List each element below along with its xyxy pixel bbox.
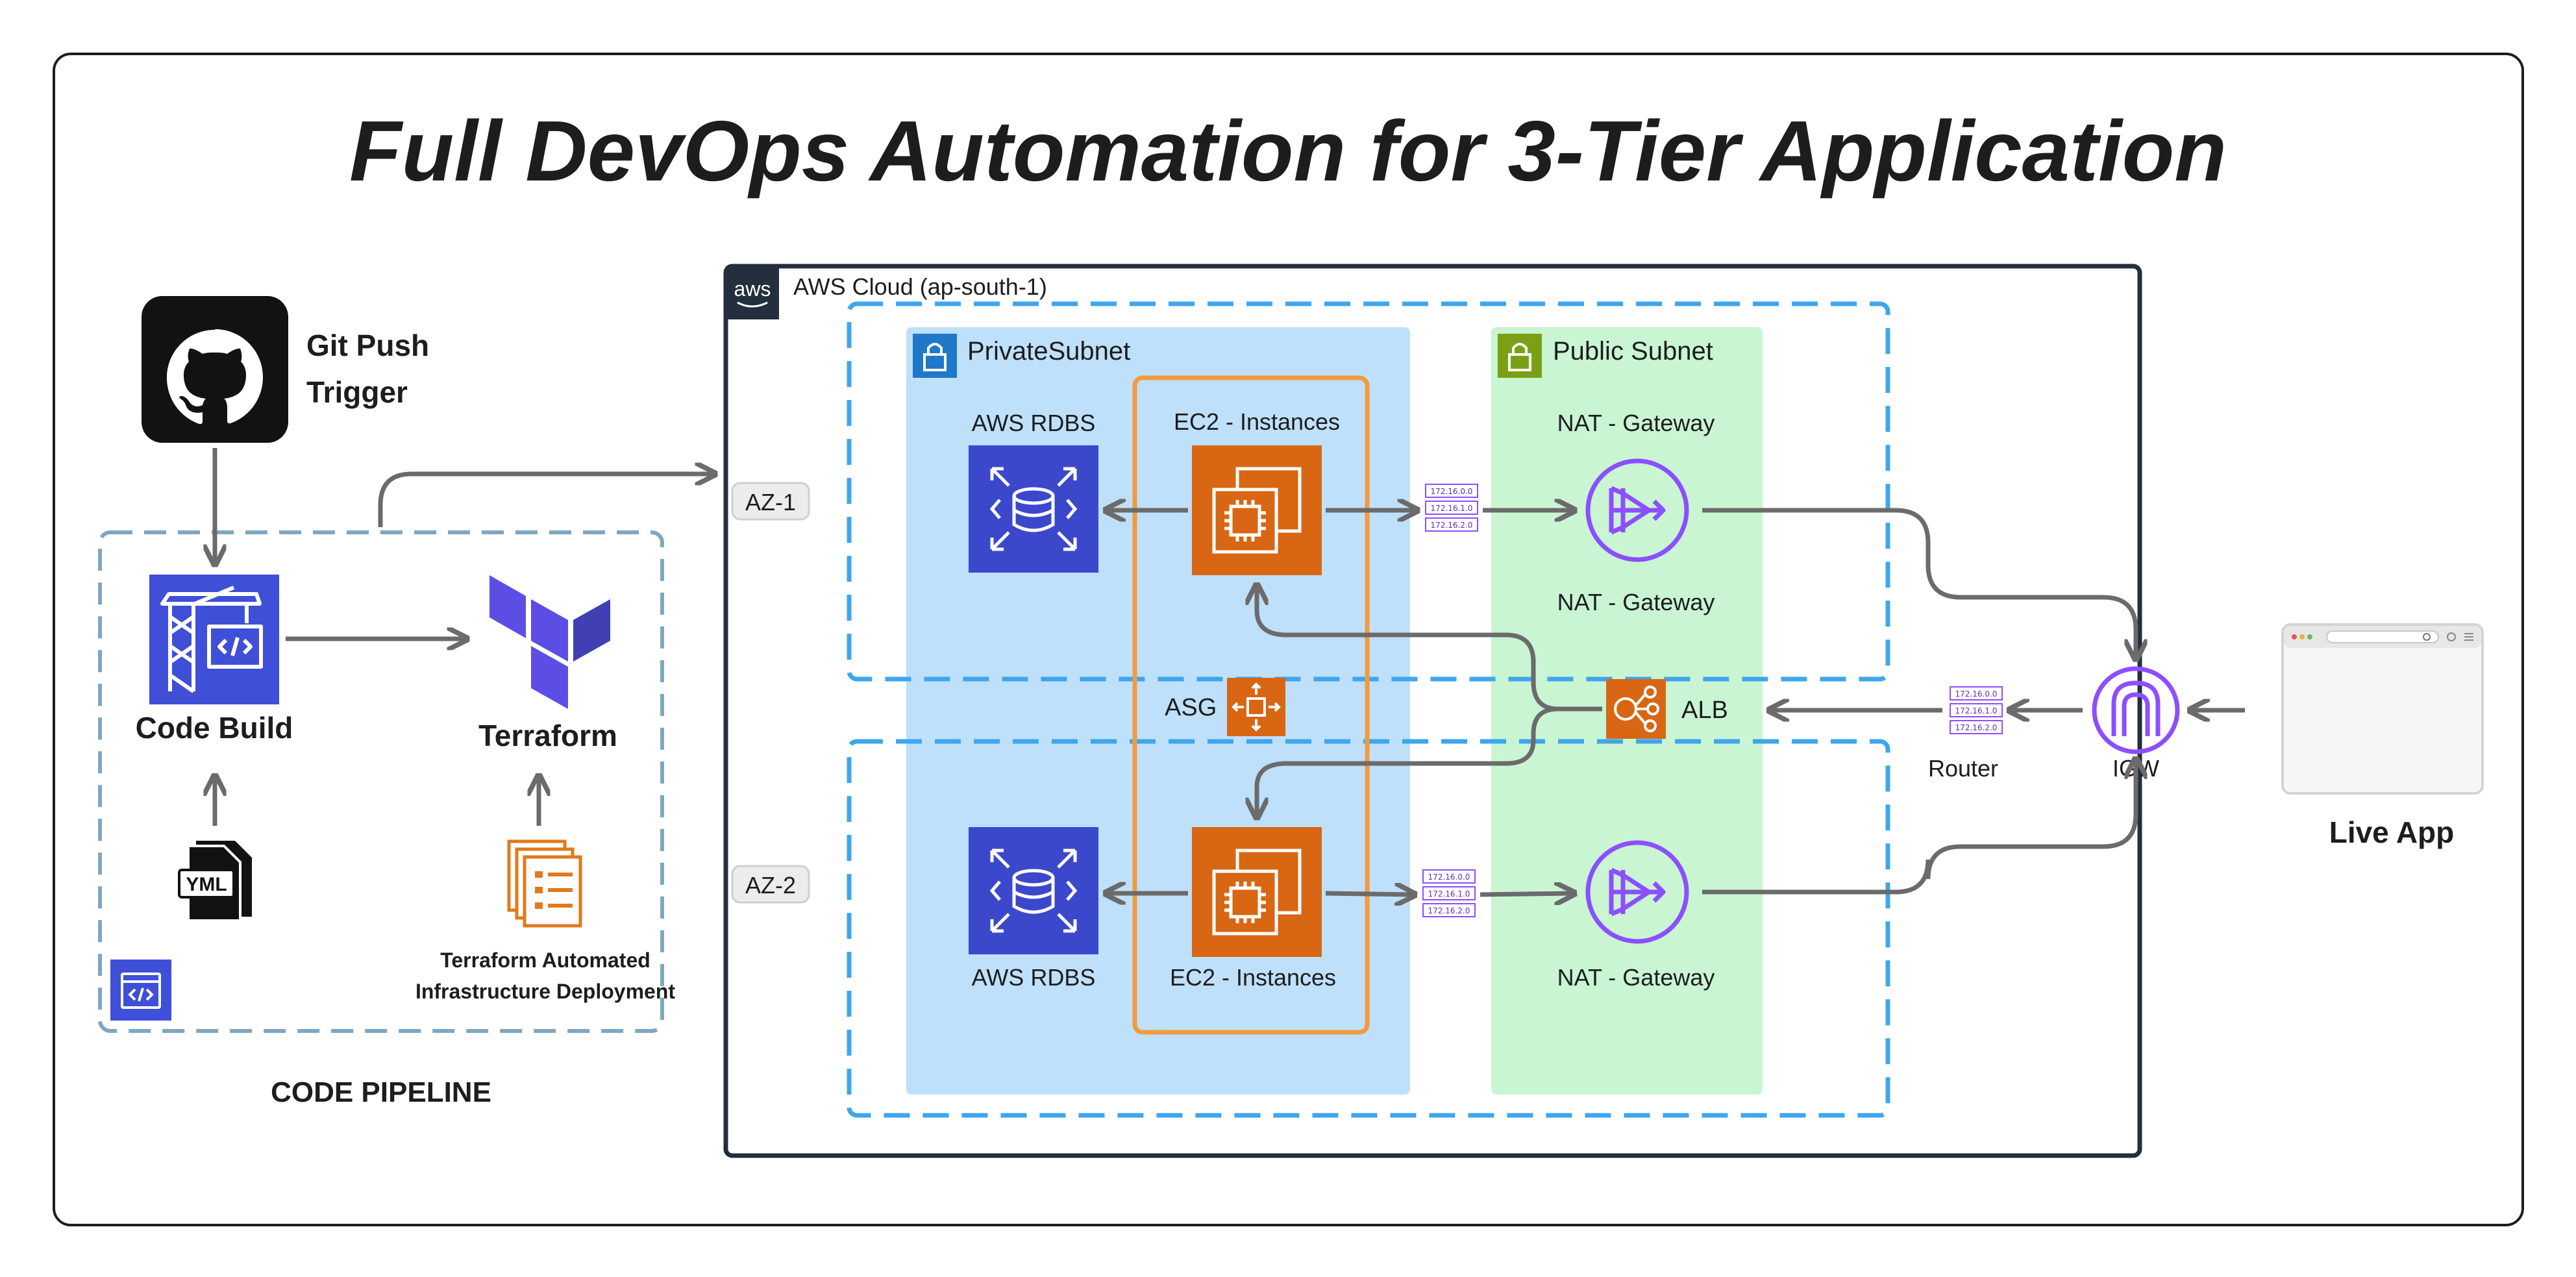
svg-text:172.16.1.0: 172.16.1.0 [1431, 504, 1473, 513]
svg-text:172.16.1.0: 172.16.1.0 [1955, 706, 1998, 715]
svg-text:172.16.0.0: 172.16.0.0 [1955, 689, 1998, 699]
route-table-icon-top: 172.16.0.0 172.16.1.0 172.16.2.0 [1425, 484, 1478, 532]
alb-label: ALB [1681, 697, 1728, 724]
codebuild-label: Code Build [136, 711, 293, 745]
nat-top-label-b: NAT - Gateway [1557, 589, 1715, 615]
public-subnet-label: Public Subnet [1553, 337, 1713, 366]
az1-label: AZ-1 [745, 489, 796, 515]
nat-gateway-icon-top [1585, 458, 1689, 562]
svg-text:172.16.0.0: 172.16.0.0 [1431, 487, 1473, 496]
svg-text:172.16.1.0: 172.16.1.0 [1428, 889, 1470, 899]
svg-text:172.16.2.0: 172.16.2.0 [1428, 906, 1470, 915]
private-subnet-lock-icon [913, 334, 957, 378]
nat-gateway-icon-bottom [1585, 840, 1689, 944]
pipeline-group [98, 530, 664, 1033]
arrow-nat-bottom-to-igw [1702, 760, 2136, 895]
terraform-caption-line2: Infrastructure Deployment [415, 980, 675, 1003]
browser-icon [2281, 623, 2484, 795]
arrow-routetable-to-nat-bottom [1480, 893, 1574, 895]
nat-bottom-label: NAT - Gateway [1557, 964, 1715, 991]
ec2-top-label: EC2 - Instances [1174, 408, 1340, 435]
rdbs-top-label: AWS RDBS [972, 410, 1096, 436]
yml-badge-text: YML [186, 874, 227, 895]
route-table-icon-bottom: 172.16.0.0 172.16.1.0 172.16.2.0 [1422, 869, 1476, 917]
az2-label: AZ-2 [745, 872, 796, 899]
svg-text:aws: aws [734, 277, 771, 301]
pipeline-label: CODE PIPELINE [271, 1076, 491, 1108]
ec2-icon-top [1192, 445, 1322, 575]
terraform-label: Terraform [478, 719, 617, 752]
igw-icon [2092, 666, 2180, 754]
asg-icon [1227, 678, 1285, 736]
asg-group-box [1132, 375, 1370, 1035]
nat-top-label-a: NAT - Gateway [1557, 410, 1715, 436]
private-subnet-label: PrivateSubnet [967, 337, 1130, 366]
codebuild-icon [149, 575, 279, 704]
arrow-alb-to-ec2-bottom [1257, 706, 1602, 817]
rds-icon-bottom [969, 827, 1098, 954]
router-label: Router [1928, 755, 1998, 782]
codepipeline-icon [110, 960, 171, 1021]
aws-logo-icon: aws [726, 266, 779, 319]
terraform-icon [489, 575, 610, 709]
git-trigger-label-line2: Trigger [306, 375, 408, 409]
asg-label: ASG [1165, 694, 1217, 721]
terraform-docs-icon [507, 839, 582, 928]
router-route-table-icon: 172.16.0.0 172.16.1.0 172.16.2.0 [1950, 686, 2003, 734]
yml-file-icon: YML [178, 841, 252, 922]
page-title: Full DevOps Automation for 3-Tier Applic… [349, 103, 2227, 199]
rds-icon-top [969, 445, 1098, 573]
az2-chip [731, 865, 810, 904]
ec2-icon-bottom [1192, 827, 1322, 957]
aws-cloud-label: AWS Cloud (ap-south-1) [793, 273, 1047, 300]
live-app-label: Live App [2329, 815, 2455, 849]
git-trigger-label-line1: Git Push [306, 329, 429, 362]
svg-text:172.16.0.0: 172.16.0.0 [1428, 873, 1470, 882]
public-subnet-lock-icon [1498, 334, 1542, 378]
arrow-nat-top-to-igw [1702, 508, 2136, 658]
arrow-pipeline-to-aws [378, 474, 714, 527]
az1-chip [731, 482, 810, 521]
svg-text:172.16.2.0: 172.16.2.0 [1431, 521, 1473, 530]
arrow-ec2-to-routetable-bottom [1325, 893, 1414, 895]
arrow-alb-to-ec2-top [1257, 586, 1602, 712]
github-icon [142, 296, 288, 443]
ec2-bottom-label: EC2 - Instances [1170, 964, 1336, 991]
terraform-caption-line1: Terraform Automated [440, 948, 650, 972]
svg-text:172.16.2.0: 172.16.2.0 [1955, 723, 1998, 732]
alb-icon [1606, 679, 1666, 739]
rdbs-bottom-label: AWS RDBS [972, 964, 1096, 991]
